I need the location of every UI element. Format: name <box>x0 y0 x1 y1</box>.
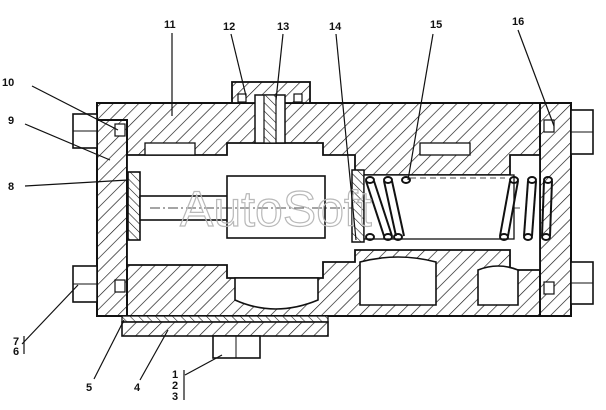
top-plug-seal-l <box>237 93 247 103</box>
label-4: 4 <box>134 382 141 394</box>
label-14: 14 <box>329 21 342 33</box>
label-10: 10 <box>2 77 14 89</box>
label-15: 15 <box>430 19 442 31</box>
watermark: AutoSoft <box>180 181 372 237</box>
port-middle <box>359 256 437 306</box>
left-cover <box>96 119 128 317</box>
piston-head <box>127 171 141 241</box>
port-right <box>477 265 519 306</box>
label-12: 12 <box>223 21 235 33</box>
label-8: 8 <box>8 181 14 193</box>
bottom-gasket <box>121 315 329 323</box>
label-6: 6 <box>13 346 19 358</box>
label-3: 3 <box>172 391 178 403</box>
port-left <box>234 277 319 310</box>
label-13: 13 <box>277 21 289 33</box>
label-16: 16 <box>512 16 524 28</box>
seal-left-top <box>114 123 126 137</box>
right-cover <box>539 102 572 317</box>
label-1: 1 <box>172 369 178 381</box>
label-2: 2 <box>172 380 178 392</box>
leader-lines <box>21 29 555 400</box>
label-11: 11 <box>164 19 176 31</box>
bottom-plate <box>121 321 329 337</box>
label-9: 9 <box>8 115 14 127</box>
label-5: 5 <box>86 382 92 394</box>
spring-left <box>365 176 411 241</box>
label-7: 7 <box>13 336 19 348</box>
spool-body <box>226 175 326 239</box>
upper-recess-left <box>144 142 196 156</box>
spring-right <box>499 176 553 241</box>
seal-right-bottom <box>543 281 555 295</box>
seal-left-bottom <box>114 279 126 293</box>
callout-labels: 11 12 13 14 15 16 10 9 8 7 6 5 4 1 2 3 <box>2 16 524 403</box>
spring-guide <box>363 174 515 240</box>
top-plug-seal-r <box>293 93 303 103</box>
top-plug-pin <box>263 94 277 144</box>
upper-recess-right <box>419 142 471 156</box>
